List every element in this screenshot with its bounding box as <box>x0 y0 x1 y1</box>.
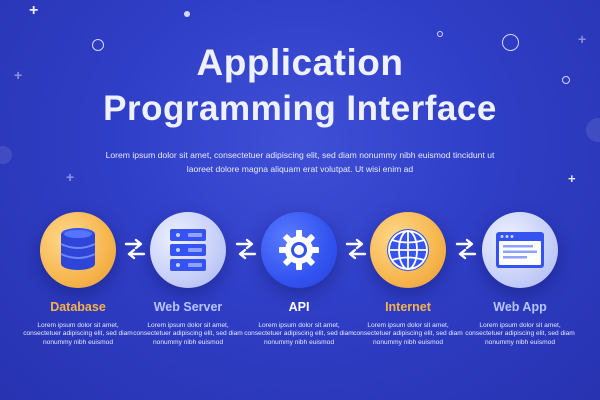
node-description-api: Lorem ipsum dolor sit amet, consectetuer… <box>244 322 354 346</box>
bidirectional-arrows-icon <box>234 238 258 260</box>
internet-node <box>370 212 446 288</box>
browser-window-icon <box>494 230 546 270</box>
title-line-2: Programming Interface <box>103 89 497 128</box>
plus-sparkle-icon: + <box>14 67 23 83</box>
bidirectional-arrows-icon <box>344 238 368 260</box>
node-description-web-server: Lorem ipsum dolor sit amet, consectetuer… <box>133 322 243 346</box>
plus-sparkle-icon: + <box>568 171 576 186</box>
api-node <box>261 212 337 288</box>
blob-decoration <box>586 118 600 142</box>
blob-decoration <box>0 146 12 164</box>
plus-sparkle-icon: + <box>66 169 75 185</box>
web-server-node <box>150 212 226 288</box>
node-label-api: API <box>288 300 310 314</box>
ring-decoration <box>562 76 570 84</box>
bidirectional-arrows-icon <box>454 238 478 260</box>
node-description-web-app: Lorem ipsum dolor sit amet, consectetuer… <box>465 322 575 346</box>
description: Lorem ipsum dolor sit amet, consectetuer… <box>105 150 495 174</box>
ring-decoration <box>92 39 104 51</box>
gear-icon <box>277 228 321 272</box>
plus-sparkle-icon: + <box>578 31 587 47</box>
database-icon <box>57 226 99 274</box>
bidirectional-arrows-icon <box>123 238 147 260</box>
plus-sparkle-icon: + <box>29 2 39 19</box>
node-label-web-app: Web App <box>493 300 547 314</box>
ring-decoration <box>437 31 443 37</box>
database-node <box>40 212 116 288</box>
dot-decoration <box>184 11 190 17</box>
node-description-database: Lorem ipsum dolor sit amet, consectetuer… <box>23 322 133 346</box>
ring-decoration <box>502 34 519 51</box>
server-icon <box>168 227 208 273</box>
node-description-internet: Lorem ipsum dolor sit amet, consectetuer… <box>353 322 463 346</box>
node-label-internet: Internet <box>385 300 431 314</box>
node-label-web-server: Web Server <box>153 300 223 314</box>
globe-icon <box>384 226 432 274</box>
web-app-node <box>482 212 558 288</box>
title-line-1: Application <box>196 42 404 83</box>
node-label-database: Database <box>50 300 106 314</box>
